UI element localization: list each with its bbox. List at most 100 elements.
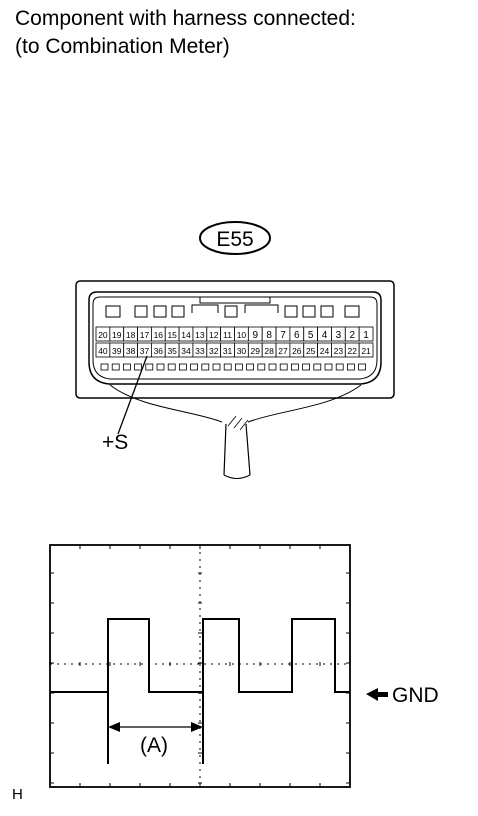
connector-key	[284, 305, 298, 318]
pin-number: 35	[167, 346, 177, 356]
connector-bottom-notch	[313, 363, 322, 371]
connector-bottom-notch	[156, 363, 165, 371]
pin-number: 31	[223, 346, 233, 356]
connector-housing-inner	[88, 291, 382, 385]
connector-id-ellipse	[199, 221, 271, 255]
connector-bottom-notch	[302, 363, 311, 371]
scope-ticks	[50, 545, 350, 787]
connector-bottom-notch	[201, 363, 210, 371]
connector-bottom-keys	[100, 363, 367, 371]
connector-lock-tab	[199, 297, 271, 304]
connector-bottom-notch	[290, 363, 299, 371]
harness-cut-end	[223, 474, 251, 479]
pin-number: 25	[306, 346, 316, 356]
connector-key	[302, 305, 316, 318]
figure-footnote: H	[12, 786, 23, 803]
connector-key	[105, 305, 121, 318]
pin-number: 27	[278, 346, 288, 356]
connector-key	[153, 305, 167, 318]
pin-number: 37	[140, 346, 150, 356]
gnd-label: GND	[392, 684, 439, 707]
connector-bottom-notch	[268, 363, 277, 371]
pin-number: 29	[251, 346, 261, 356]
harness-bundle	[223, 423, 251, 476]
pin-number: 3	[336, 330, 342, 341]
pin-number: 11	[223, 330, 232, 340]
pin-number: 33	[195, 346, 205, 356]
connector-bottom-notch	[324, 363, 333, 371]
connector-bottom-notch	[145, 363, 154, 371]
connector-bottom-notch	[212, 363, 221, 371]
connector-bottom-notch	[234, 363, 243, 371]
connector-bottom-notch	[190, 363, 199, 371]
pin-number: 32	[209, 346, 219, 356]
pin-number: 21	[361, 346, 371, 356]
pin-number: 2	[349, 330, 355, 341]
pin-number: 26	[292, 346, 302, 356]
waveform-trace	[50, 618, 350, 693]
connector-key	[224, 305, 238, 318]
connector-bottom-notch	[167, 363, 176, 371]
heading-line-2: (to Combination Meter)	[15, 35, 230, 58]
connector-bottom-notch	[123, 363, 131, 371]
pin-cell-1	[358, 326, 374, 342]
pin-number: 8	[266, 330, 272, 341]
period-arrow-head-right	[191, 722, 203, 732]
connector-housing-rim	[92, 296, 378, 380]
pin-number: 24	[320, 346, 330, 356]
connector-bottom-notch	[111, 363, 120, 371]
pin-number: 36	[154, 346, 164, 356]
pin-cell-21	[358, 342, 374, 358]
connector-key-slot	[191, 304, 279, 313]
pin-number: 4	[322, 330, 328, 341]
connector-id-label: E55	[216, 228, 253, 251]
connector-bottom-notch	[100, 363, 109, 371]
pin-number: 7	[280, 330, 286, 341]
pin-number: 14	[181, 330, 191, 340]
connector-bottom-notch	[346, 363, 355, 371]
pin-number: 23	[334, 346, 344, 356]
pin-number: 10	[237, 330, 247, 340]
pin-number: 20	[98, 330, 108, 340]
connector-bottom-notch	[358, 363, 367, 371]
pin-number: 30	[237, 346, 247, 356]
heading-line-1: Component with harness connected:	[15, 7, 356, 30]
pin-number: 16	[154, 330, 164, 340]
pin-number: 39	[112, 346, 122, 356]
pin-number: 6	[294, 330, 300, 341]
pin-number: 17	[140, 330, 150, 340]
period-arrow-head-left	[108, 722, 120, 732]
connector-top-keys	[105, 304, 360, 318]
pin-number: 12	[209, 330, 219, 340]
pin-number: 9	[252, 330, 258, 341]
connector-bottom-notch	[223, 363, 232, 371]
connector-bottom-notch	[134, 363, 143, 371]
terminal-leader-line	[117, 355, 148, 435]
pin-number: 22	[347, 346, 357, 356]
pin-number: 19	[112, 330, 122, 340]
period-label: (A)	[140, 734, 168, 757]
connector-bottom-notch	[178, 363, 187, 371]
harness-wire-fan	[109, 384, 362, 423]
connector-key	[171, 305, 185, 318]
connector-key	[344, 305, 360, 318]
connector-bottom-notch	[335, 363, 344, 371]
pin-number: 5	[308, 330, 314, 341]
connector-bottom-notch	[279, 363, 288, 371]
connector-key	[134, 305, 148, 318]
pin-number: 34	[181, 346, 191, 356]
connector-bottom-notch	[246, 363, 255, 371]
pin-number: 15	[167, 330, 177, 340]
connector-bottom-notch	[257, 363, 266, 371]
terminal-label: +S	[102, 431, 128, 454]
connector-key	[320, 305, 334, 318]
pin-number: 38	[126, 346, 136, 356]
pin-number: 28	[264, 346, 274, 356]
harness-strands	[227, 415, 249, 431]
gnd-arrow-icon	[366, 688, 388, 701]
pin-number: 18	[126, 330, 136, 340]
pin-number: 13	[195, 330, 205, 340]
